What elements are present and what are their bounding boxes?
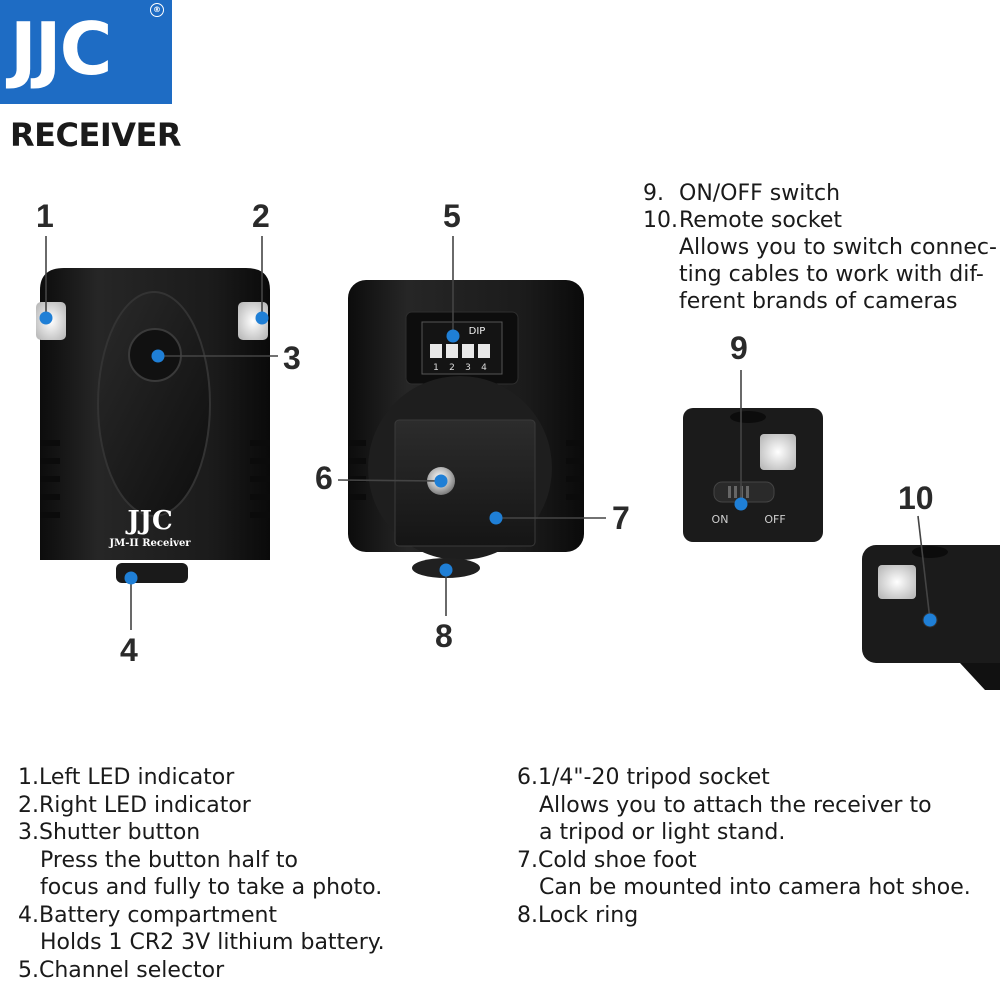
- switch-on-label: ON: [712, 513, 729, 526]
- callout-3: 3: [283, 340, 301, 376]
- brand-logo: JJC ®: [0, 0, 172, 104]
- marker-4: [124, 571, 138, 585]
- note-item-10: 10.Remote socket: [643, 207, 997, 234]
- dip-number: 1: [433, 363, 439, 373]
- cold-shoe-foot: [394, 419, 536, 547]
- legend-right: 6.1/4"-20 tripod socket Allows you to at…: [517, 764, 971, 929]
- marker-5: [446, 329, 460, 343]
- note-number: 9.: [643, 181, 664, 206]
- callout-6: 6: [315, 460, 333, 496]
- legend-desc: a tripod or light stand.: [539, 820, 786, 845]
- note-title: Remote socket: [679, 208, 843, 233]
- side-body-2: [862, 545, 1000, 663]
- callout-10: 10: [898, 480, 934, 516]
- callout-8: 8: [435, 618, 453, 654]
- marker-2: [255, 311, 269, 325]
- legend-item: 8.Lock ring: [517, 902, 639, 928]
- front-brand: JJC: [125, 506, 172, 536]
- callout-2: 2: [252, 198, 270, 234]
- marker-3: [151, 349, 165, 363]
- front-model: JM-II Receiver: [108, 538, 191, 549]
- callout-7: 7: [612, 500, 630, 536]
- side-body-1: [683, 408, 823, 542]
- switch-socket-notes: 9. ON/OFF switch 10.Remote socket Allows …: [643, 180, 997, 315]
- side-view-switch: ON OFF: [683, 408, 823, 542]
- note-desc-line: Allows you to switch connec-: [679, 235, 997, 260]
- page-title: RECEIVER: [10, 116, 182, 154]
- dip-number: 3: [465, 363, 471, 373]
- logo-text: JJC: [10, 7, 112, 91]
- legend-item: 1.Left LED indicator: [18, 765, 235, 790]
- note-desc-line: ting cables to work with dif-: [679, 262, 984, 287]
- marker-dots: [39, 311, 937, 627]
- legend-item: 3.Shutter button: [18, 820, 201, 845]
- callout-9: 9: [730, 330, 748, 366]
- legend-desc: Can be mounted into camera hot shoe.: [539, 875, 971, 900]
- dip-label: DIP: [469, 326, 486, 337]
- legend-item: 4.Battery compartment: [18, 902, 278, 928]
- legend-item: 2.Right LED indicator: [18, 792, 251, 818]
- receiver-front-view: JJC JM-II Receiver: [36, 268, 270, 583]
- legend-item: 5.Channel selector: [18, 957, 225, 983]
- marker-1: [39, 311, 53, 325]
- marker-6: [434, 474, 448, 488]
- leader-lines: [45, 236, 931, 630]
- note-number: 10.: [643, 208, 678, 233]
- legend-desc: Press the button half to: [40, 847, 298, 873]
- legend-item: 6.1/4"-20 tripod socket: [517, 765, 770, 790]
- switch-off-label: OFF: [764, 513, 785, 526]
- callout-1: 1: [36, 198, 54, 234]
- legend-desc: Allows you to attach the receiver to: [539, 792, 932, 818]
- registered-mark: ®: [150, 3, 164, 17]
- dip-number: 4: [481, 363, 487, 373]
- dip-number: 2: [449, 363, 455, 373]
- side-view-socket: [862, 545, 1000, 690]
- note-title: ON/OFF switch: [679, 181, 841, 206]
- right-led: [238, 302, 268, 340]
- shutter-oval: [97, 291, 211, 517]
- note-desc-line: ferent brands of cameras: [679, 289, 958, 314]
- marker-7: [489, 511, 503, 525]
- receiver-back-view: DIP 1 2 3 4: [348, 280, 584, 578]
- legend-desc: Holds 1 CR2 3V lithium battery.: [40, 930, 385, 955]
- legend-left: 1.Left LED indicator 2.Right LED indicat…: [18, 764, 385, 984]
- marker-9: [734, 497, 748, 511]
- marker-10: [923, 613, 937, 627]
- callout-4: 4: [120, 632, 138, 668]
- note-item-9: 9. ON/OFF switch: [643, 180, 997, 207]
- marker-8: [439, 563, 453, 577]
- callout-5: 5: [443, 198, 461, 234]
- legend-item: 7.Cold shoe foot: [517, 847, 697, 873]
- legend-desc: focus and fully to take a photo.: [40, 875, 383, 900]
